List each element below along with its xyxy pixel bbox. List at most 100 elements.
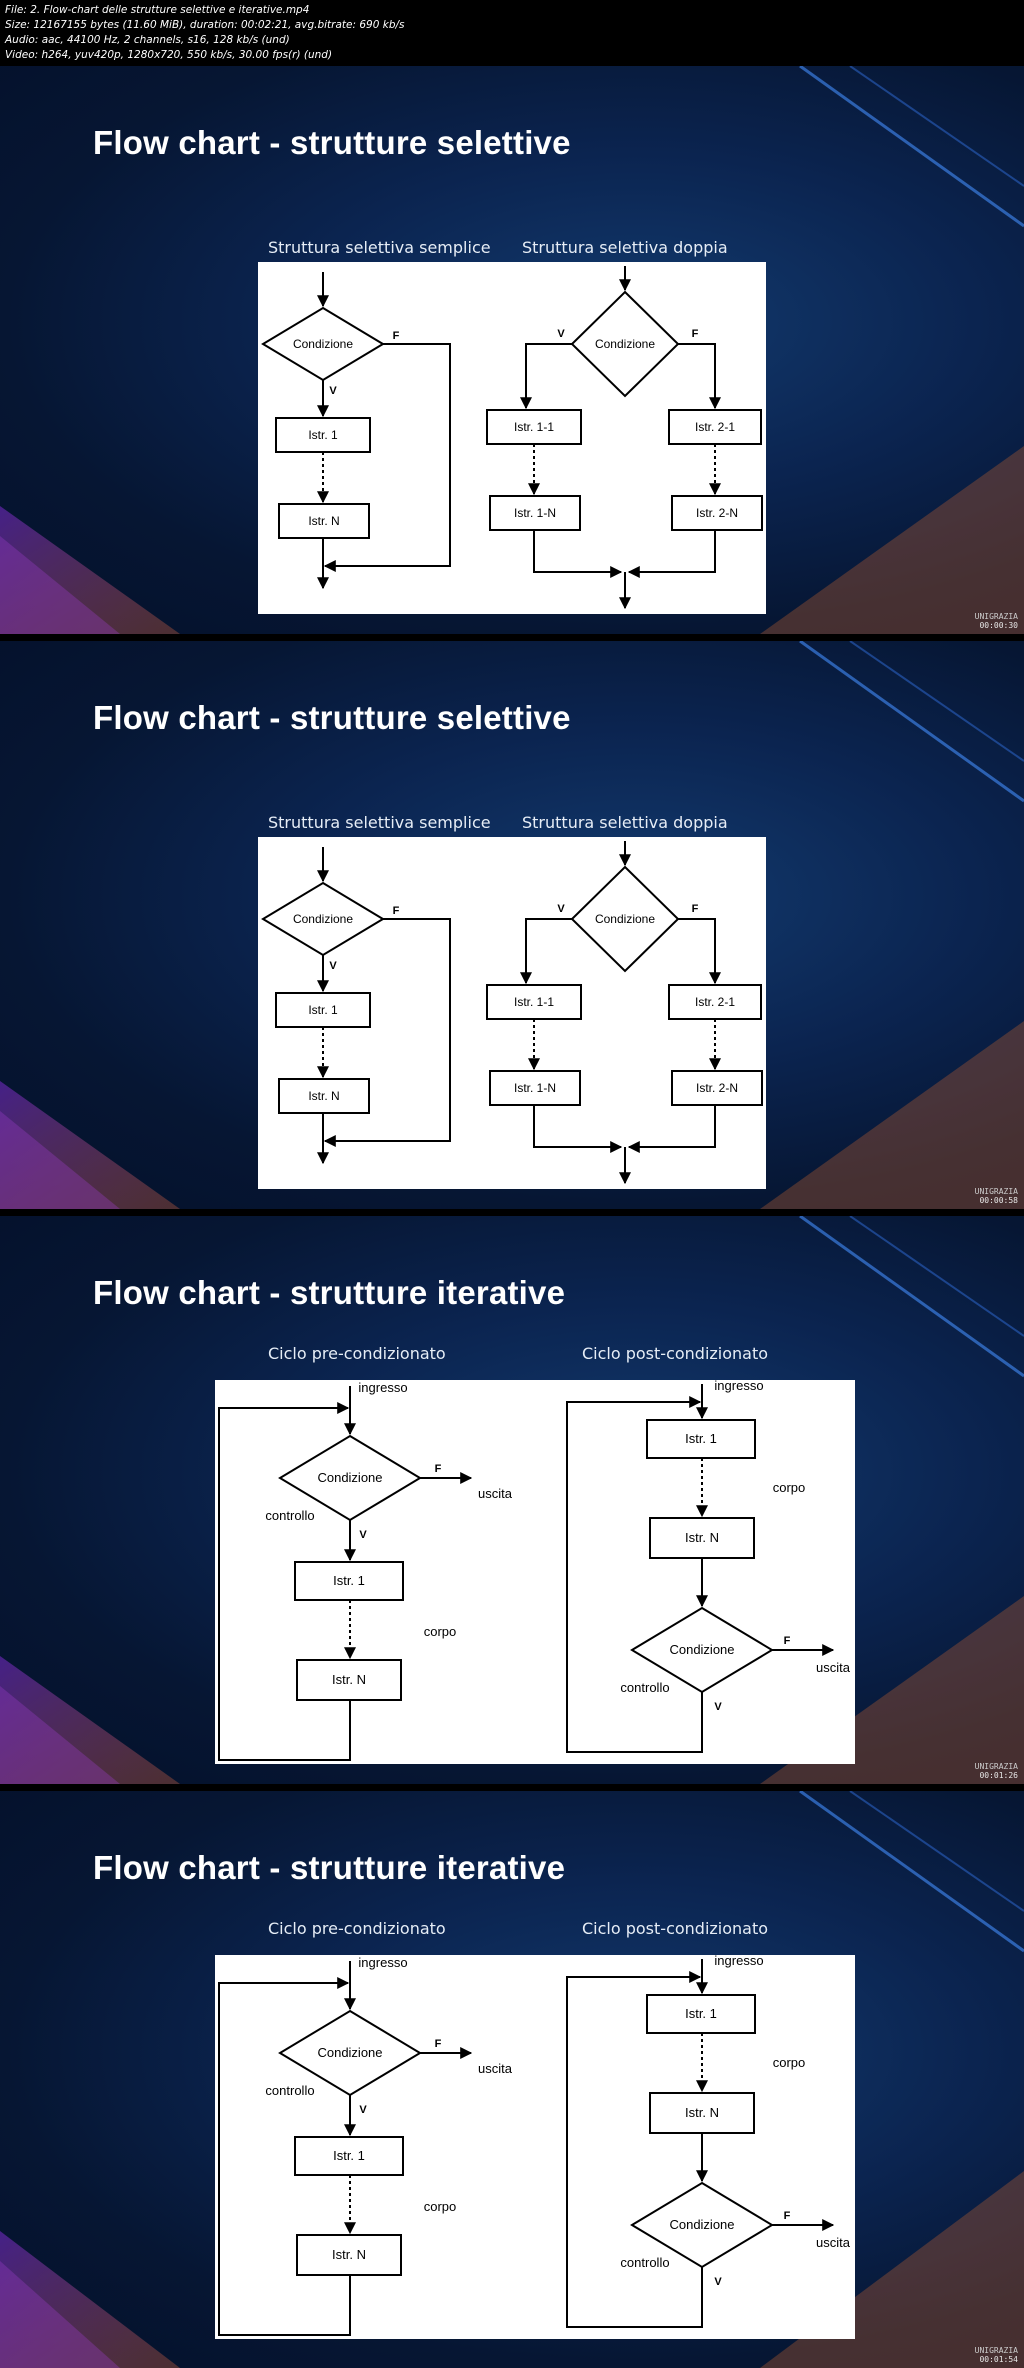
f-label-post: F [784,1635,791,1647]
uscita-label: uscita [478,1486,513,1501]
v-label: V [329,385,337,397]
ingresso-label: ingresso [358,1380,407,1395]
background-decoration [0,66,1024,634]
istrN-label-post: Istr. N [685,2105,719,2120]
subtitle-selettiva-semplice: Struttura selettiva semplice [268,813,491,832]
uscita-label-post: uscita [816,2235,851,2250]
flowchart-iterative: ingresso Condizione F uscita controllo V… [218,1953,851,2336]
istr1N-label: Istr. 1-N [514,506,556,520]
background-decoration [0,641,1024,1209]
istr1-label: Istr. 1 [333,1573,365,1588]
timestamp-stamp: UNIGRAZIA 00:00:30 [975,612,1018,630]
video-frame-4: Flow chart - strutture iterative Ciclo p… [0,1791,1024,2368]
istr1-label-post: Istr. 1 [685,2006,717,2021]
v-label-doppia: V [557,903,565,915]
condizione-label-doppia: Condizione [595,912,655,926]
file-info-line: File: 2. Flow-chart delle strutture sele… [5,4,310,16]
v-label: V [329,960,337,972]
v-label: V [359,1529,367,1541]
slide-title: Flow chart - strutture selettive [93,124,571,161]
condizione-label: Condizione [317,2045,382,2060]
istrN-label-post: Istr. N [685,1530,719,1545]
ingresso-label-post: ingresso [714,1955,763,1968]
flowchart-panel: Condizione V F Istr. 1 Istr. N Condizion… [258,837,766,1189]
istrN-label: Istr. N [332,1672,366,1687]
logo-watermark: UNIGRAZIA [974,612,1018,621]
flowchart-panel: Condizione V F Istr. 1 Istr. N Condizion… [258,262,766,614]
uscita-label-post: uscita [816,1660,851,1675]
corpo-label-post: corpo [773,1480,806,1495]
istr21-label: Istr. 2-1 [695,995,735,1009]
controllo-label: controllo [265,2083,314,2098]
video-info-header: File: 2. Flow-chart delle strutture sele… [0,0,1024,66]
logo-watermark: UNIGRAZIA [974,1187,1018,1196]
istrN-label: Istr. N [308,514,339,528]
subtitle-ciclo-pre: Ciclo pre-condizionato [268,1919,446,1938]
flowchart-panel: ingresso Condizione F uscita controllo V… [215,1953,855,2339]
controllo-label-post: controllo [620,1680,669,1695]
istrN-label: Istr. N [332,2247,366,2262]
timestamp-stamp: UNIGRAZIA 00:01:26 [975,1762,1018,1780]
logo-watermark: UNIGRAZIA [974,1762,1018,1771]
flowchart-selettive: Condizione V F Istr. 1 Istr. N Condizion… [261,841,763,1185]
istrN-label: Istr. N [308,1089,339,1103]
f-label-doppia: F [692,903,699,915]
subtitle-ciclo-post: Ciclo post-condizionato [582,1919,769,1938]
subtitle-selettiva-doppia: Struttura selettiva doppia [522,813,728,832]
slide-title: Flow chart - strutture iterative [93,1274,566,1311]
subtitle-ciclo-pre: Ciclo pre-condizionato [268,1344,446,1363]
istr11-label: Istr. 1-1 [514,995,554,1009]
f-label: F [393,330,400,342]
timestamp: 00:01:26 [979,1771,1018,1780]
f-label: F [393,905,400,917]
subtitle-selettiva-doppia: Struttura selettiva doppia [522,238,728,257]
condizione-label-doppia: Condizione [595,337,655,351]
condizione-label-post: Condizione [669,1642,734,1657]
controllo-label-post: controllo [620,2255,669,2270]
f-label: F [435,2038,442,2050]
condizione-label: Condizione [293,912,353,926]
istr11-label: Istr. 1-1 [514,420,554,434]
istr2N-label: Istr. 2-N [696,1081,738,1095]
flowchart-panel: ingresso Condizione F uscita controllo V… [215,1378,855,1764]
subtitle-selettiva-semplice: Struttura selettiva semplice [268,238,491,257]
uscita-label: uscita [478,2061,513,2076]
istr1-label: Istr. 1 [308,428,338,442]
video-info-line: Video: h264, yuv420p, 1280x720, 550 kb/s… [5,49,333,61]
timestamp: 00:01:54 [979,2355,1018,2364]
corpo-label-post: corpo [773,2055,806,2070]
istr2N-label: Istr. 2-N [696,506,738,520]
timestamp: 00:00:30 [979,621,1018,630]
slide-title: Flow chart - strutture iterative [93,1849,566,1886]
f-label-post: F [784,2210,791,2222]
corpo-label: corpo [424,2199,457,2214]
audio-info-line: Audio: aac, 44100 Hz, 2 channels, s16, 1… [5,34,290,46]
video-frame-3: Flow chart - strutture iterative Ciclo p… [0,1216,1024,1784]
v-label: V [359,2104,367,2116]
f-label: F [435,1463,442,1475]
video-frame-2: Flow chart - strutture selettive Struttu… [0,641,1024,1209]
v-label-post: V [714,1701,722,1713]
ingresso-label-post: ingresso [714,1380,763,1393]
timestamp-stamp: UNIGRAZIA 00:00:58 [975,1187,1018,1205]
condizione-label-post: Condizione [669,2217,734,2232]
timestamp-stamp: UNIGRAZIA 00:01:54 [975,2346,1018,2364]
istr1-label: Istr. 1 [308,1003,338,1017]
f-label-doppia: F [692,328,699,340]
ingresso-label: ingresso [358,1955,407,1970]
istr1-label: Istr. 1 [333,2148,365,2163]
timestamp: 00:00:58 [979,1196,1018,1205]
flowchart-iterative: ingresso Condizione F uscita controllo V… [218,1378,851,1761]
v-label-doppia: V [557,328,565,340]
corpo-label: corpo [424,1624,457,1639]
istr21-label: Istr. 2-1 [695,420,735,434]
slide-title: Flow chart - strutture selettive [93,699,571,736]
istr1N-label: Istr. 1-N [514,1081,556,1095]
controllo-label: controllo [265,1508,314,1523]
v-label-post: V [714,2276,722,2288]
subtitle-ciclo-post: Ciclo post-condizionato [582,1344,769,1363]
condizione-label: Condizione [293,337,353,351]
logo-watermark: UNIGRAZIA [974,2346,1018,2355]
flowchart-selettive: Condizione V F Istr. 1 Istr. N Condizion… [261,266,763,610]
istr1-label-post: Istr. 1 [685,1431,717,1446]
